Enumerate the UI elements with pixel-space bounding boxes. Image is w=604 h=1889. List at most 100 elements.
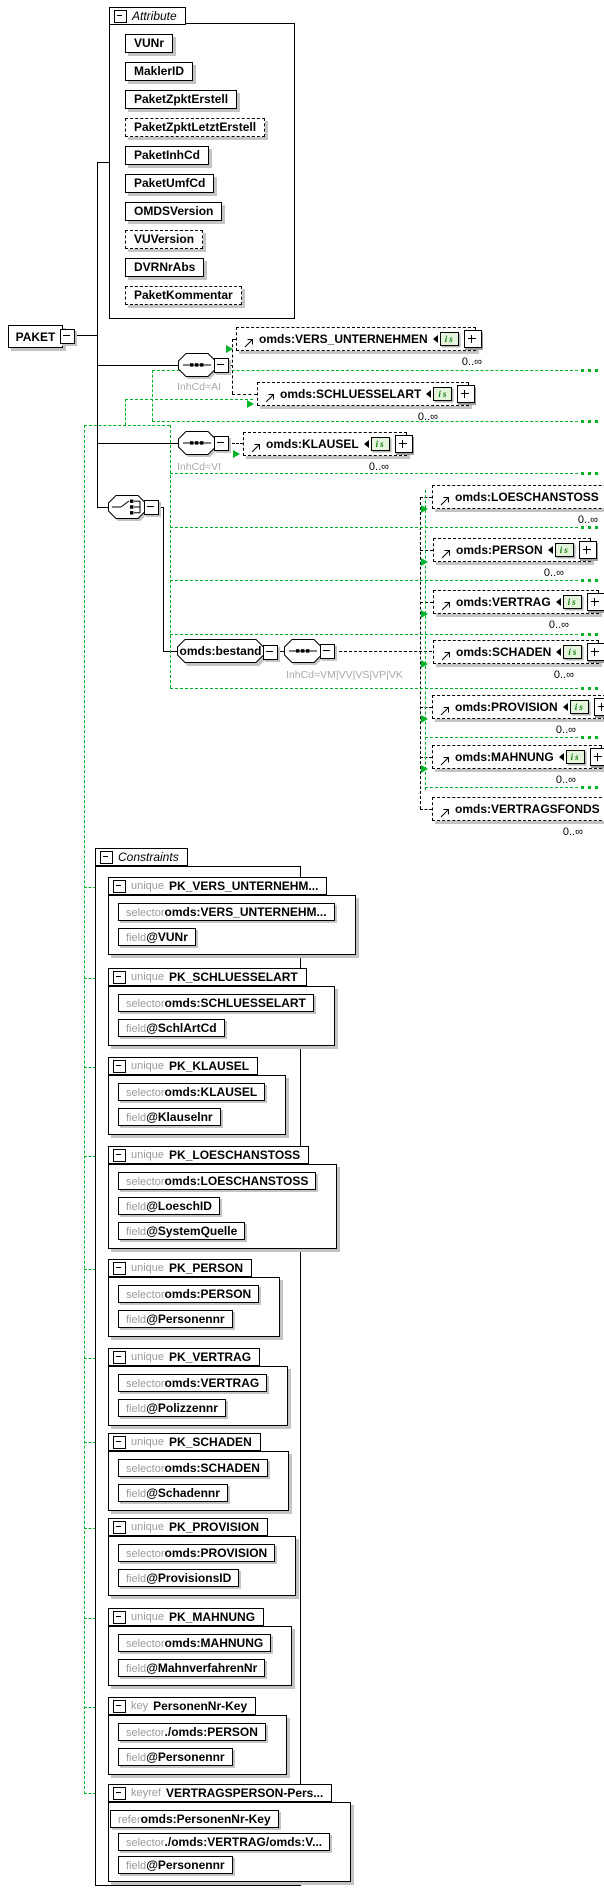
- element-bestand[interactable]: omds:bestand: [177, 639, 264, 663]
- attribute-maklerid[interactable]: MaklerID: [125, 62, 194, 81]
- element-paket[interactable]: PAKET: [8, 325, 63, 348]
- collapse-minus-icon[interactable]: [113, 1786, 126, 1800]
- expand-plus-icon[interactable]: [457, 385, 476, 403]
- expand-plus-icon[interactable]: [589, 748, 604, 766]
- collapse-minus-icon[interactable]: [113, 1261, 126, 1275]
- connector-line: [334, 651, 432, 652]
- constraint-selector[interactable]: selector omds:SCHADEN: [118, 1459, 268, 1477]
- collapse-minus-icon[interactable]: [214, 357, 229, 373]
- constraint-selector[interactable]: selector ./omds:VERTRAG/omds:V...: [118, 1833, 331, 1851]
- constraint-field[interactable]: field @Personennr: [118, 1748, 233, 1766]
- collapse-minus-icon[interactable]: [100, 850, 113, 864]
- constraint-refer[interactable]: refer omds:PersonenNr-Key: [110, 1810, 279, 1828]
- element-vers-unternehmen[interactable]: omds:VERS_UNTERNEHMEN is: [236, 327, 482, 351]
- element-person[interactable]: omds:PERSON is: [433, 538, 597, 562]
- collapse-minus-icon[interactable]: [214, 435, 229, 451]
- element-mahnung[interactable]: omds:MAHNUNG is: [432, 745, 604, 769]
- constraint-field[interactable]: field @Personennr: [118, 1856, 233, 1874]
- collapse-minus-icon[interactable]: [113, 1699, 126, 1713]
- green-arrowhead-icon: [233, 450, 240, 458]
- constraint-field[interactable]: field @Schadennr: [118, 1484, 228, 1502]
- collapse-minus-icon[interactable]: [263, 645, 278, 660]
- constraint-field[interactable]: field @ProvisionsID: [118, 1569, 240, 1587]
- constraint-link-line: [152, 370, 153, 421]
- expand-plus-icon[interactable]: [587, 643, 604, 661]
- element-vertrag[interactable]: omds:VERTRAG is: [433, 590, 604, 614]
- attribute-paketumfcd[interactable]: PaketUmfCd: [125, 174, 215, 193]
- constraint-field[interactable]: field @Polizzennr: [118, 1399, 226, 1417]
- constraint-field[interactable]: field @SchlArtCd: [118, 1019, 225, 1037]
- collapse-minus-icon[interactable]: [114, 9, 127, 23]
- element-loeschanstoss[interactable]: omds:LOESCHANSTOSS is: [432, 485, 604, 509]
- expand-plus-icon[interactable]: [586, 593, 604, 611]
- collapse-minus-icon[interactable]: [113, 970, 126, 984]
- constraint-field[interactable]: field @MahnverfahrenNr: [118, 1659, 266, 1677]
- attribute-paketzpktletzterstell[interactable]: PaketZpktLetztErstell: [125, 118, 266, 137]
- constraint-link-line: [152, 370, 578, 371]
- constraint-body: selector omds:KLAUSEL field @Klauselnr: [108, 1075, 287, 1135]
- constraint-selector[interactable]: selector omds:LOESCHANSTOSS: [118, 1172, 317, 1190]
- occurrence-label: 0..∞: [553, 669, 574, 681]
- element-vertragsfonds[interactable]: omds:VERTRAGSFONDS: [432, 797, 604, 821]
- attribute-dvrnrabs[interactable]: DVRNrAbs: [125, 258, 205, 277]
- constraint-field[interactable]: field @SystemQuelle: [118, 1222, 246, 1240]
- attribute-omdsversion[interactable]: OMDSVersion: [125, 202, 223, 221]
- collapse-minus-icon[interactable]: [320, 643, 335, 659]
- collapse-minus-icon[interactable]: [113, 1520, 126, 1534]
- element-schluesselart[interactable]: omds:SCHLUESSELART is: [257, 382, 476, 406]
- constraint-selector[interactable]: selector omds:MAHNUNG: [118, 1634, 272, 1652]
- element-schaden[interactable]: omds:SCHADEN is: [433, 640, 604, 664]
- collapse-minus-icon[interactable]: [113, 1059, 126, 1073]
- element-provision[interactable]: omds:PROVISION is: [432, 695, 604, 719]
- expand-plus-icon[interactable]: [463, 330, 482, 348]
- collapse-minus-icon[interactable]: [60, 329, 75, 344]
- expand-plus-icon[interactable]: [593, 698, 604, 716]
- attribute-section-tab[interactable]: Attribute: [109, 7, 186, 25]
- connector-line: [97, 162, 109, 163]
- constraint-selector[interactable]: selector omds:VERTRAG: [118, 1374, 268, 1392]
- collapse-minus-icon[interactable]: [113, 1610, 126, 1624]
- constraint-field[interactable]: field @LoeschID: [118, 1197, 220, 1215]
- collapse-minus-icon[interactable]: [113, 879, 126, 893]
- attribute-paketinhcd[interactable]: PaketInhCd: [125, 146, 210, 165]
- constraints-section-tab[interactable]: Constraints: [95, 848, 188, 866]
- constraint-selector[interactable]: selector omds:PERSON: [118, 1285, 260, 1303]
- collapse-minus-icon[interactable]: [113, 1148, 126, 1162]
- global-ref-icon: [440, 600, 451, 612]
- attribute-paketzpkterstell[interactable]: PaketZpktErstell: [125, 90, 238, 109]
- constraint-link-line: [125, 399, 253, 400]
- collapse-minus-icon[interactable]: [144, 499, 159, 515]
- constraint-link-line: [425, 737, 578, 738]
- connector-line: [97, 507, 108, 508]
- attribute-vunr[interactable]: VUNr: [125, 34, 174, 53]
- sequence-connector: [178, 431, 229, 455]
- element-klausel[interactable]: omds:KLAUSEL is: [243, 432, 413, 456]
- green-arrowhead-icon: [421, 610, 428, 618]
- constraint-selector[interactable]: selector omds:SCHLUESSELART: [118, 994, 314, 1012]
- attribute-paketkommentar[interactable]: PaketKommentar: [125, 286, 242, 305]
- constraint-selector[interactable]: selector omds:KLAUSEL: [118, 1083, 266, 1101]
- attribute-vuversion[interactable]: VUVersion: [125, 230, 204, 249]
- constraint-field[interactable]: field @Klauselnr: [118, 1108, 221, 1126]
- constraint-field[interactable]: field @VUNr: [118, 928, 196, 946]
- constraint-selector[interactable]: selector ./omds:PERSON: [118, 1723, 266, 1741]
- collapse-minus-icon[interactable]: [113, 1350, 126, 1364]
- constraint-selector[interactable]: selector omds:PROVISION: [118, 1544, 276, 1562]
- expand-plus-icon[interactable]: [394, 435, 413, 453]
- constraint-field[interactable]: field @Personennr: [118, 1310, 233, 1328]
- expand-plus-icon[interactable]: [578, 541, 597, 559]
- constraint-body: selector omds:VERTRAG field @Polizzennr: [108, 1366, 289, 1426]
- constraint-selector[interactable]: selector omds:VERS_UNTERNEHM...: [118, 903, 335, 921]
- collapse-minus-icon[interactable]: [113, 1435, 126, 1449]
